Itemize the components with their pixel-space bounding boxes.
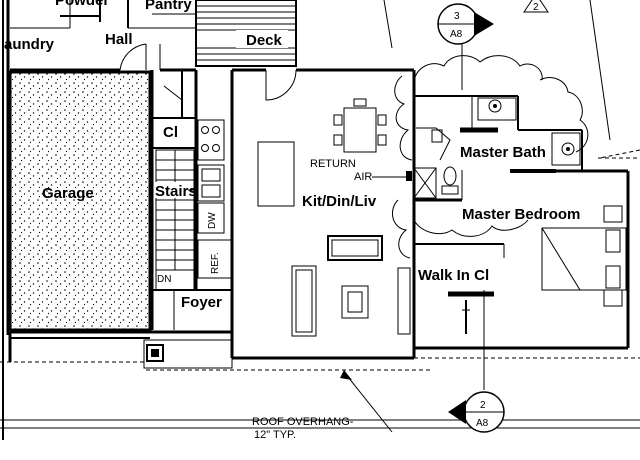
return-air-label-2: AIR (354, 171, 372, 183)
stairs-label: Stairs (155, 183, 197, 200)
return-air-label-1: RETURN (310, 158, 356, 170)
toilet-icon (441, 166, 459, 195)
post-icon (146, 344, 164, 362)
closet-label: Cl (163, 124, 178, 141)
stairs: Stairs DN (154, 149, 197, 291)
section-marker-bottom-number: 2 (480, 400, 486, 411)
section-cut-line (383, 0, 611, 390)
garage-area: Garage (8, 70, 152, 332)
dining-table-icon (333, 98, 387, 153)
deck-label: Deck (246, 32, 283, 49)
section-marker-bottom-sheet: A8 (476, 418, 489, 429)
tv-console-icon (397, 267, 411, 335)
kitchen-island (257, 141, 295, 207)
deck-area: Deck (195, 0, 297, 67)
section-marker-top-number: 3 (454, 11, 460, 22)
couch-icon (291, 265, 317, 337)
sink-icon (201, 168, 221, 182)
garage-label: Garage (42, 185, 94, 202)
front-porch (0, 330, 233, 369)
master-bath-label: Master Bath (460, 144, 546, 161)
walk-in-closet-area: Walk In Cl (412, 244, 628, 350)
sink-icon (201, 184, 221, 198)
ref-label: REF. (210, 252, 221, 274)
roof-overhang-label-1: ROOF OVERHANG- (252, 416, 354, 428)
coffee-table-icon (341, 285, 369, 319)
powder-label: Powder (55, 0, 109, 9)
master-bedroom-area: Master Bedroom (414, 168, 630, 348)
revision-tag-number: 2 (533, 2, 539, 13)
upper-left-rooms: Powder Pantry aundry Hall (4, 0, 196, 72)
section-marker-top: 3 A8 (437, 3, 494, 45)
burner-icon (212, 126, 220, 134)
burner-icon (201, 144, 209, 152)
kitchen-cabinetry: DW REF. (194, 70, 233, 290)
landscape-shrub (391, 55, 589, 259)
lavatory-icon (488, 99, 502, 113)
master-bedroom-label: Master Bedroom (462, 206, 580, 223)
kit-din-liv-label: Kit/Din/Liv (302, 193, 377, 210)
roof-overhang-lines: ROOF OVERHANG- 12" TYP. (0, 149, 640, 441)
dw-label: DW (207, 212, 218, 229)
revision-tag: 2 (523, 0, 549, 13)
hall-label: Hall (105, 31, 133, 48)
dn-label: DN (157, 274, 171, 285)
burner-icon (201, 126, 209, 134)
section-marker-bottom: 2 A8 (448, 391, 505, 433)
walk-in-closet-label: Walk In Cl (418, 267, 489, 284)
left-wall (2, 0, 10, 440)
section-marker-top-sheet: A8 (450, 29, 463, 40)
shower-icon (413, 167, 437, 199)
roof-overhang-label-2: 12" TYP. (254, 429, 296, 441)
lavatory-icon (561, 142, 575, 156)
bed-icon (541, 205, 627, 307)
core-walls: Cl (150, 70, 196, 330)
pantry-label: Pantry (145, 0, 192, 13)
foyer-label: Foyer (181, 294, 222, 311)
sofa-icon (327, 235, 383, 261)
burner-icon (212, 144, 220, 152)
kit-din-liv-room: RETURN AIR Kit/Din/Liv (232, 68, 416, 360)
master-bath-area: Master Bath (413, 95, 583, 202)
laundry-label: aundry (4, 36, 55, 53)
foyer-area: Foyer (152, 70, 234, 358)
